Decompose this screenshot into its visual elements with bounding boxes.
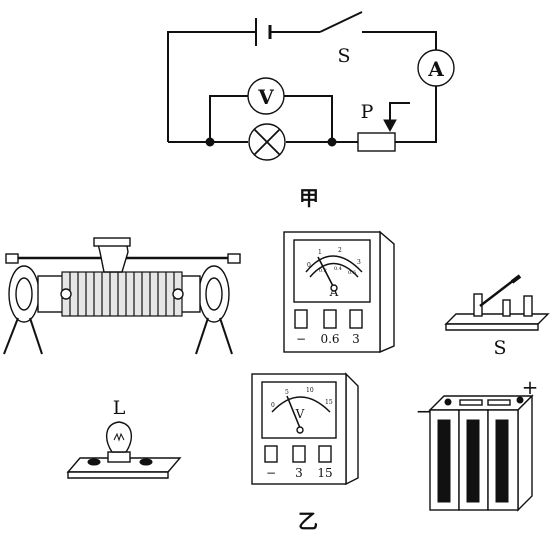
voltmeter-device: 0 5 10 15 V − 3 15 [251,372,359,486]
battery-connector-1 [459,399,483,406]
battery-cell-3-stripe [495,419,509,503]
battery-cell-2-stripe [466,419,480,503]
rheostat-disc-right-inner [205,277,223,311]
ammeter-scale-04: 0.4 [334,266,342,272]
lamp-label: L [113,397,126,419]
voltmeter-scale-0: 0 [271,402,275,409]
switch-label: S [337,45,350,67]
battery-terminal-pos [516,396,524,404]
rheostat-terminal-left [60,288,72,300]
voltmeter-terminal-15: 15 [317,466,332,480]
rheostat-symbol [357,132,396,152]
ammeter-terminal-06: 0.6 [320,332,339,346]
voltmeter-pivot [296,426,304,434]
battery-connector-2 [487,399,511,406]
voltmeter-terminal-post-3 [292,445,306,463]
voltmeter-symbol-letter: V [257,85,274,109]
circuit-schematic: S A V P 甲 [167,11,455,210]
voltmeter-scale-15: 15 [325,399,333,406]
switch-base-top [444,313,550,325]
battery-side [517,394,533,512]
ammeter-dial-letter: A [329,285,339,299]
voltmeter-scale-10: 10 [306,387,314,394]
ammeter-symbol-letter: A [427,57,444,81]
knife-switch: S [444,274,550,359]
lamp-filament [113,432,125,442]
voltmeter-case-side [345,372,359,486]
wire-switch-to-ammeter [362,31,437,50]
junction-dot-left [205,137,215,147]
ammeter-scale-2: 2 [338,247,342,254]
switch-base-side [445,323,539,331]
wire-slider-arrow [389,102,410,126]
ammeter-scale-arc-inner [309,262,359,278]
voltmeter-scale-arc [271,396,331,413]
switch-clip-right [523,295,533,317]
switch-handle [510,274,522,284]
slider-label: P [361,101,374,123]
rheostat-slider-cap [93,237,131,247]
battery-plus-label: + [522,375,539,399]
lamp-device: L [66,397,182,479]
lamp-bulb [106,421,132,453]
lamp-terminal-left [87,458,101,466]
ammeter-terminal-3: 3 [352,332,360,346]
ammeter-terminal-post-06 [323,309,337,329]
wire-ammeter-to-rheostat [395,86,437,143]
rheostat-rod-end-right [227,253,241,264]
ammeter-pivot [330,284,338,292]
voltmeter-terminal-post-neg [264,445,278,463]
battery-cell-1-stripe [437,419,451,503]
battery-terminal-neg [444,398,452,406]
rheostat-leg-right [195,317,233,355]
ammeter-scale-02: 0.2 [319,268,327,274]
junction-dot-right [327,137,337,147]
ammeter-terminal-neg: − [296,332,306,346]
ammeter-terminal-post-3 [349,309,363,329]
ammeter-terminal-post-neg [294,309,308,329]
ammeter-case-side [379,230,395,354]
switch-device-label: S [493,337,506,359]
voltmeter-terminal-post-15 [318,445,332,463]
voltmeter-terminal-3: 3 [295,466,303,480]
lamp-socket [107,451,131,463]
switch-post [502,299,511,317]
voltmeter-dial-letter: V [295,407,305,421]
ammeter-device: 0 1 2 3 0.2 0.4 0.6 A − 0.6 3 [283,230,395,354]
wire-voltmeter-branch [209,95,333,142]
sliding-rheostat [3,237,241,355]
ammeter-scale-06: 0.6 [348,270,356,276]
ammeter-scale-0: 0 [307,262,311,269]
lamp-cross [253,128,281,156]
caption-jia: 甲 [299,186,319,210]
ammeter-scale-1: 1 [318,249,322,256]
voltmeter-needle [286,395,301,429]
rheostat-coil [61,271,183,317]
ammeter-scale-3: 3 [357,259,361,266]
rheostat-rod-end-left [5,253,19,264]
ammeter-needle [317,256,335,289]
rheostat-terminal-right [172,288,184,300]
battery-minus-label: − [416,399,433,423]
lamp-base-side [67,471,169,479]
voltmeter-terminal-neg: − [266,466,276,480]
ammeter-scale-arc [305,255,363,273]
switch-blade-device [479,279,515,307]
ammeter-symbol [417,49,455,87]
voltmeter-scale-5: 5 [285,389,289,396]
slider-arrowhead [383,119,397,133]
caption-yi: 乙 [298,509,318,533]
wire-top-left [167,31,256,142]
voltmeter-symbol [247,77,285,115]
battery-pack: − + [416,375,539,512]
rheostat-disc-left-inner [15,277,33,311]
lamp-terminal-right [139,458,153,466]
rheostat-leg-left [3,317,43,355]
switch-blade [319,11,363,33]
